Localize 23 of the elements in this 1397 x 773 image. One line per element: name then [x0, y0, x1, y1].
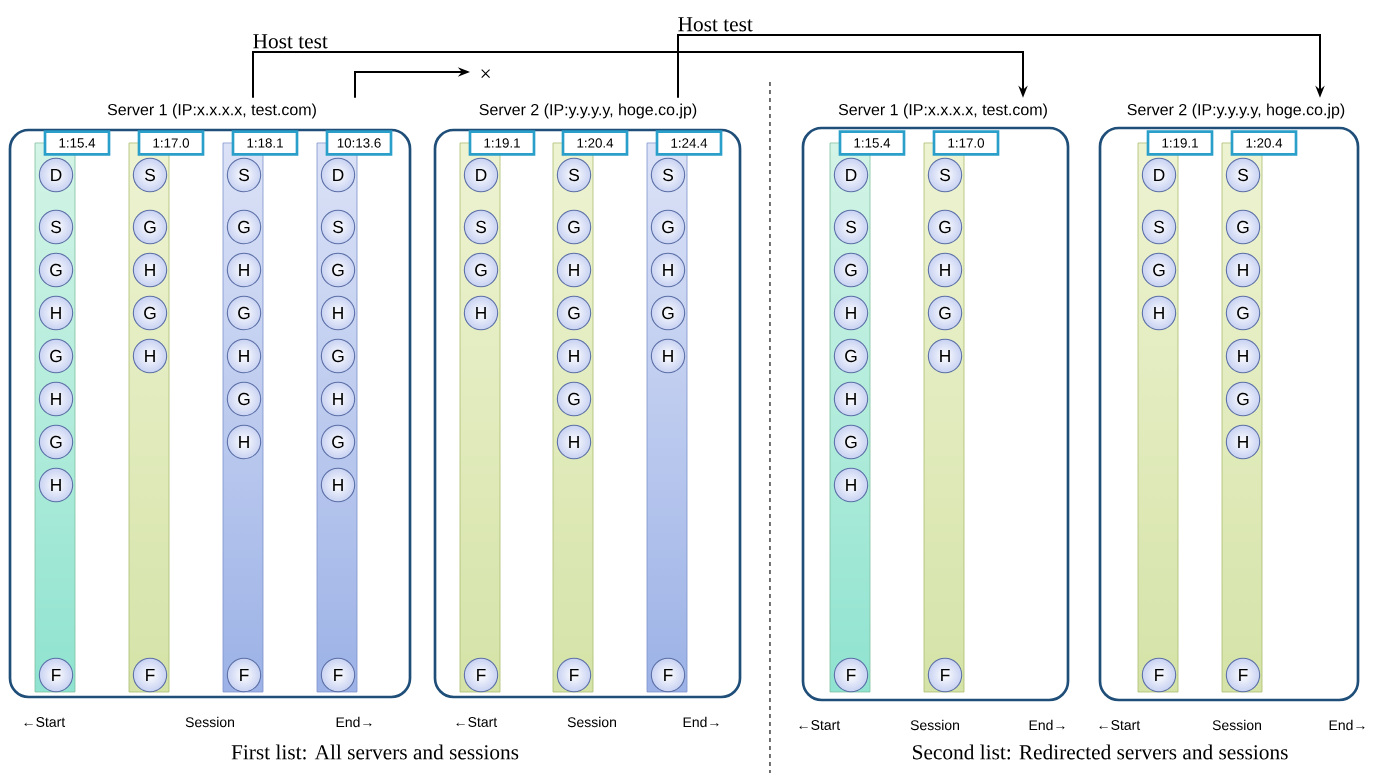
caption: Second list: Redirected servers and sessions	[913, 744, 1288, 760]
axis-label: Session	[1212, 719, 1261, 731]
axis-label: End→	[1329, 719, 1365, 731]
node-label: Server 2 (IP:y.y.y.y, hoge.co.jp)	[479, 103, 697, 119]
axis-label: End→	[336, 716, 372, 728]
axis-label: ←Start	[1099, 720, 1141, 730]
caption: First list: All servers and sessions	[231, 744, 519, 760]
edge-label: Host test	[251, 32, 330, 50]
axis-label: ←Start	[799, 720, 841, 730]
edge-label: Host test	[676, 15, 755, 33]
axis-label: ←Start	[456, 717, 498, 727]
node-label: Server 1 (IP:x.x.x.x, test.com)	[838, 103, 1047, 119]
arrow	[252, 51, 1028, 99]
edge-label: ×	[478, 67, 493, 83]
axis-label: ←Start	[24, 717, 66, 727]
arrow	[677, 34, 1325, 99]
node-label: Server 1 (IP:x.x.x.x, test.com)	[107, 103, 316, 119]
axis-label: Session	[185, 716, 234, 728]
axis-label: Session	[567, 716, 616, 728]
node-label: Server 2 (IP:y.y.y.y, hoge.co.jp)	[1127, 103, 1345, 119]
axis-label: End→	[1029, 719, 1065, 731]
axis-label: End→	[683, 716, 719, 728]
axis-label: Session	[910, 719, 959, 731]
